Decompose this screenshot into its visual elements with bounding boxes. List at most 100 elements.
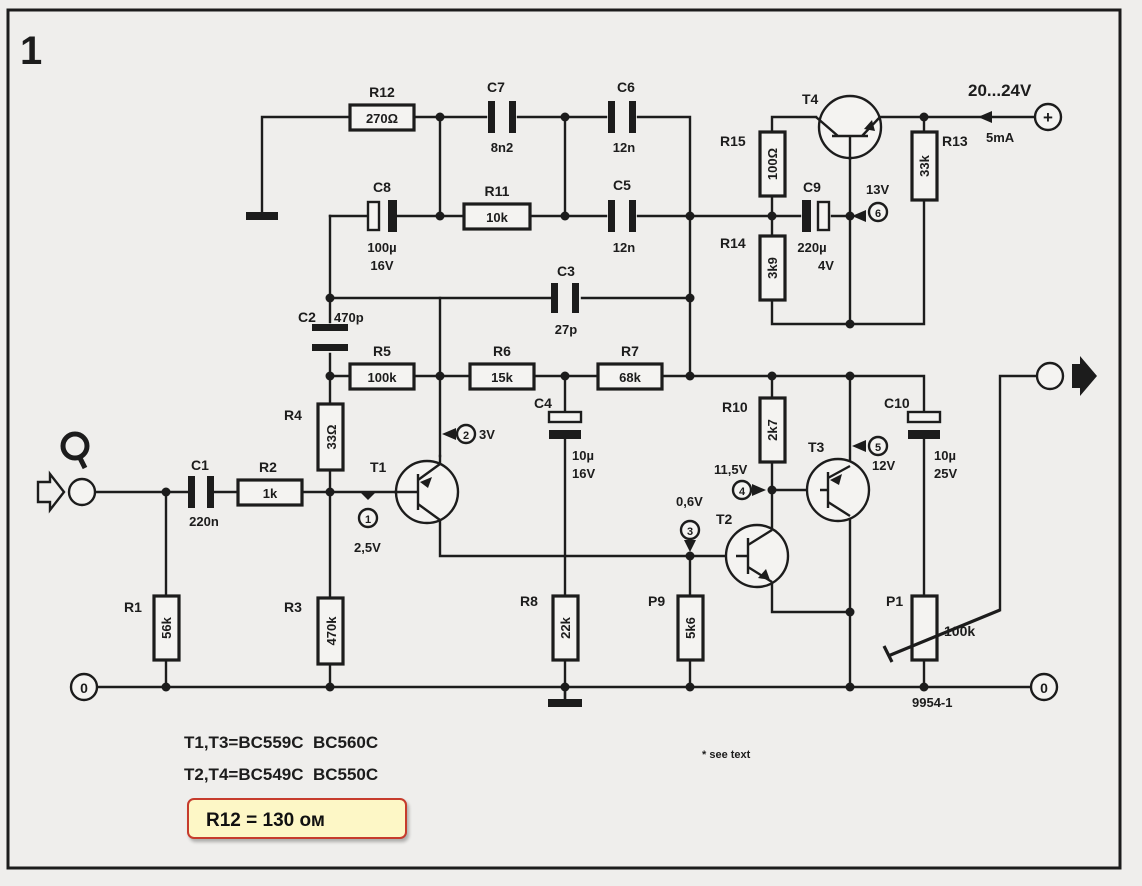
r8-value: 22k: [558, 616, 573, 638]
r5-value: 100k: [368, 370, 398, 385]
test-point-6: 6 13V: [852, 182, 889, 223]
resistor-r12: 270Ω R12: [348, 84, 416, 132]
ground-terminal-label: 0: [80, 680, 88, 696]
tp2-voltage: 3V: [479, 427, 495, 442]
resistor-r7: 68k R7: [596, 343, 664, 391]
capacitor-c7: C7 8n2: [487, 79, 516, 155]
r1-value: 56k: [159, 616, 174, 638]
supply-voltage: 20...24V: [968, 81, 1032, 100]
c2-label: C2: [298, 309, 316, 325]
c9-label: C9: [803, 179, 821, 195]
tp1-number: 1: [365, 514, 371, 526]
c3-value: 27p: [555, 322, 577, 337]
tp3-voltage: 0,6V: [676, 494, 703, 509]
c8-label: C8: [373, 179, 391, 195]
input-terminal: [36, 431, 97, 514]
capacitor-c8: C8 100µ 16V: [366, 179, 397, 273]
test-point-5: 5 12V: [852, 435, 895, 473]
p9-label: P9: [648, 593, 665, 609]
c5-label: C5: [613, 177, 631, 193]
capacitor-c1: C1 220n: [188, 457, 219, 529]
resistor-r4: 33Ω R4: [284, 402, 345, 472]
r2-label: R2: [259, 459, 277, 475]
figure-frame: [6, 8, 1122, 870]
c10-label: C10: [884, 395, 910, 411]
capacitor-c5: C5 12n: [608, 177, 636, 255]
p9-value: 5k6: [683, 617, 698, 639]
annotation-note: R12 = 130 ом: [187, 798, 407, 839]
r13-value: 33k: [917, 154, 932, 176]
tp5-voltage: 12V: [872, 458, 895, 473]
r6-value: 15k: [491, 370, 513, 385]
r3-label: R3: [284, 599, 302, 615]
r11-value: 10k: [486, 210, 508, 225]
resistor-r5: 100k R5: [348, 343, 416, 391]
part-number: 9954-1: [912, 695, 952, 710]
tp4-voltage: 11,5V: [714, 462, 748, 477]
capacitor-c10: C10 10µ 25V: [884, 395, 957, 481]
c2-value: 470p: [334, 310, 364, 325]
resistor-r15: 100Ω R15: [720, 130, 787, 198]
transistor-t2: T2: [716, 511, 790, 589]
ground-symbol: [548, 699, 582, 707]
c4-label: C4: [534, 395, 552, 411]
transistor-types-line1: T1,T3=BC559C BC560C: [184, 733, 378, 752]
r6-label: R6: [493, 343, 511, 359]
r4-label: R4: [284, 407, 302, 423]
c8-voltage: 16V: [370, 258, 393, 273]
c4-voltage: 16V: [572, 466, 595, 481]
ground-terminal-right: 0: [1029, 672, 1059, 702]
r11-label: R11: [485, 183, 510, 199]
test-point-2: 2 3V: [442, 423, 495, 445]
c10-value: 10µ: [934, 448, 956, 463]
tp5-number: 5: [875, 442, 881, 454]
resistor-r8: 22k R8: [520, 593, 580, 662]
supply-terminal: + 20...24V 5mA: [968, 81, 1063, 145]
c6-value: 12n: [613, 140, 635, 155]
ground-symbol: [246, 212, 278, 220]
c9-voltage: 4V: [818, 258, 834, 273]
capacitor-c9: C9 220µ 4V: [797, 179, 834, 273]
r15-label: R15: [720, 133, 746, 149]
r2-value: 1k: [263, 486, 278, 501]
r3-value: 470k: [324, 616, 339, 646]
capacitor-c3: C3 27p: [551, 263, 579, 337]
resistor-r10: 2k7 R10: [722, 396, 787, 464]
c7-value: 8n2: [491, 140, 513, 155]
junction-dots: [161, 112, 929, 692]
footnote: * see text: [702, 749, 751, 761]
r10-value: 2k7: [765, 419, 780, 441]
supply-current: 5mA: [986, 130, 1015, 145]
c7-label: C7: [487, 79, 505, 95]
r14-value: 3k9: [765, 257, 780, 279]
t4-label: T4: [802, 91, 819, 107]
r14-label: R14: [720, 235, 746, 251]
resistor-r13: 33k R13: [910, 130, 968, 202]
c5-value: 12n: [613, 240, 635, 255]
capacitor-c4: C4 10µ 16V: [534, 395, 595, 481]
tp1-voltage: 2,5V: [354, 540, 381, 555]
ground-terminal-left: 0: [69, 672, 99, 702]
r12-value: 270Ω: [366, 111, 398, 126]
c8-value: 100µ: [367, 240, 396, 255]
c1-label: C1: [191, 457, 209, 473]
c1-value: 220n: [189, 514, 219, 529]
tp3-number: 3: [687, 526, 693, 538]
p1-label: P1: [886, 593, 903, 609]
t2-label: T2: [716, 511, 733, 527]
t1-label: T1: [370, 459, 387, 475]
r8-label: R8: [520, 593, 538, 609]
potentiometer-p1: P1 100k: [882, 593, 1001, 663]
r4-value: 33Ω: [324, 425, 339, 450]
r13-label: R13: [942, 133, 968, 149]
resistor-r14: 3k9 R14: [720, 234, 787, 302]
c4-value: 10µ: [572, 448, 594, 463]
test-point-4: 4 11,5V: [714, 462, 766, 501]
p1-value: 100k: [944, 623, 975, 639]
capacitor-c2: C2 470p: [298, 309, 364, 351]
r7-label: R7: [621, 343, 639, 359]
r7-value: 68k: [619, 370, 641, 385]
resistor-r3: 470k R3: [284, 596, 345, 666]
tp6-voltage: 13V: [866, 182, 889, 197]
